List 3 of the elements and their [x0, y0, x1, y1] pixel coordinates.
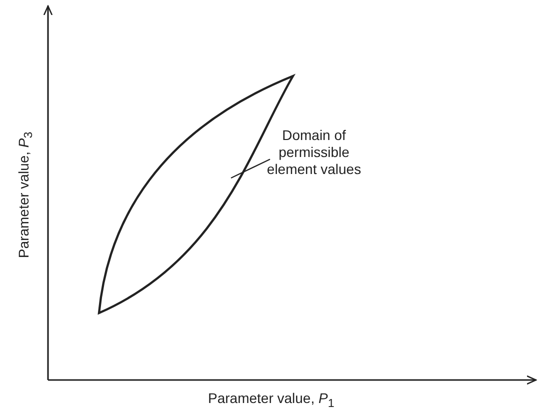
x-axis-label: Parameter value, P$_{1}$ [208, 390, 334, 410]
annotation-text: Domain of permissible element values [266, 127, 362, 178]
leader-line [230, 158, 270, 179]
